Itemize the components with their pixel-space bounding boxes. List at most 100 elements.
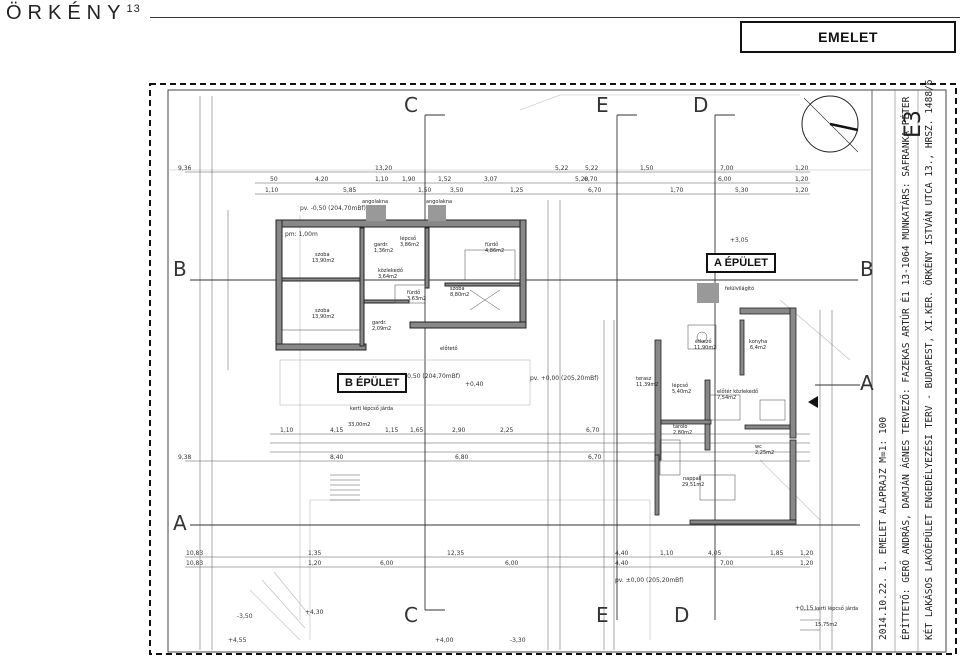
- dim-label: 12,35: [447, 550, 464, 557]
- axis-label: E: [596, 603, 609, 627]
- room-name: terasz: [636, 376, 652, 382]
- room-name: tároló: [673, 423, 687, 430]
- dim-label: 4,15: [330, 427, 344, 434]
- room-name: konyha: [749, 339, 767, 345]
- angolakna-label: angolakna: [426, 199, 452, 205]
- axis-label: D: [693, 93, 708, 117]
- building-b-rooms: szoba 13,90m2 szoba 13,90m2 gardr. 1,36m…: [312, 235, 504, 352]
- room-area: 2,25m2: [755, 450, 774, 456]
- room-name: lépcső: [400, 235, 416, 242]
- room-area: 8,80m2: [450, 292, 469, 298]
- dim-label: 7,00: [720, 165, 734, 172]
- logo-number: 13: [126, 3, 141, 15]
- building-a-details: [659, 324, 786, 501]
- level-label: +4,55: [228, 637, 247, 644]
- room-name: előtér közlekedő: [717, 388, 758, 395]
- section-label-box: EMELET: [740, 21, 956, 53]
- outdoor-name: kerti lépcső járda: [815, 605, 858, 612]
- outdoor-area: 15,75m2: [815, 622, 837, 628]
- dim-label: 6,70: [588, 454, 602, 461]
- dim-label: 6,00: [505, 560, 519, 567]
- building-a-label: A ÉPÜLET: [706, 253, 776, 273]
- level-label: pv. ±0,00 (205,20mBf): [615, 577, 684, 584]
- dim-label: 1,25: [510, 187, 524, 194]
- dim-label: 1,20: [800, 550, 814, 557]
- axis-lines: [190, 114, 860, 620]
- room-area: 4,86m2: [485, 248, 504, 254]
- north-arrow-icon: [801, 95, 859, 153]
- room-name: szoba: [315, 308, 330, 314]
- room-area: 6,4m2: [750, 345, 766, 351]
- building-b-walls: [275, 219, 527, 351]
- dim-label: 7,00: [720, 560, 734, 567]
- building-a-walls: [654, 307, 797, 525]
- dim-label: 5,22: [555, 165, 569, 172]
- level-label: -0,50 (204,70mBf): [405, 373, 460, 380]
- dim-label: 13,20: [375, 165, 392, 172]
- dim-label: 6,00: [380, 560, 394, 567]
- dim-label: 10,83: [186, 560, 203, 567]
- room-name: gardr.: [372, 320, 387, 326]
- dim-label: 50: [270, 176, 278, 183]
- site-context-lines: [168, 94, 872, 641]
- dim-label: 1,85: [770, 550, 784, 557]
- sheet-dashed-border: [149, 83, 957, 655]
- dim-label: 1,20: [800, 560, 814, 567]
- dim-label: 1,50: [640, 165, 654, 172]
- level-markers: pv. -0,50 (204,70mBf) pv. +0,00 (205,20m…: [228, 205, 814, 644]
- room-area: 13,90m2: [312, 314, 334, 320]
- dim-label: 1,15: [385, 427, 399, 434]
- level-label: +4,30: [305, 609, 324, 616]
- axis-label: B: [860, 257, 874, 281]
- angolakna-label: angolakna: [362, 199, 388, 205]
- level-label: +0,40: [465, 381, 484, 388]
- dim-label: 5,20: [575, 176, 589, 183]
- axis-label: B: [173, 257, 187, 281]
- room-area: 3,64m2: [378, 274, 397, 280]
- dim-label: 1,10: [265, 187, 279, 194]
- room-area: 11,39m2: [636, 382, 658, 388]
- axis-label: E: [596, 93, 609, 117]
- outdoor-name: kerti lépcső járda: [350, 405, 393, 412]
- axis-label: D: [674, 603, 689, 627]
- dim-label: 6,80: [455, 454, 469, 461]
- room-area: 29,51m2: [682, 482, 704, 488]
- outdoor-area: 33,00m2: [348, 422, 370, 428]
- dim-label: 9,38: [178, 454, 192, 461]
- axis-label: C: [404, 93, 418, 117]
- room-name: fürdő: [407, 290, 420, 296]
- axis-label: A: [860, 371, 874, 395]
- stair-symbols: [330, 474, 820, 631]
- room-area: 2,09m2: [372, 326, 391, 332]
- logo-text: ÖRKÉNY: [6, 2, 127, 24]
- room-name: lépcső: [672, 382, 688, 389]
- dimension-lines: [185, 96, 833, 650]
- building-b-label: B ÉPÜLET: [337, 373, 408, 393]
- dim-label: 6,70: [584, 176, 598, 183]
- dim-label: 1,20: [795, 187, 809, 194]
- title-line-1: 2014.10.22. 1. EMELET ALAPRAJZ M=1: 100: [878, 417, 889, 640]
- level-label: pv. +0,00 (205,20mBf): [530, 375, 599, 382]
- dim-label: 1,20: [795, 176, 809, 183]
- dim-label: 2,25: [500, 427, 514, 434]
- room-name: wc: [755, 444, 762, 450]
- room-name: gardr.: [374, 242, 389, 248]
- level-label: pv. -0,50 (204,70mBf): [300, 205, 366, 212]
- room-name: fürdő: [485, 242, 498, 248]
- level-label: pm: 1,00m: [285, 231, 318, 238]
- dim-label: 4,40: [615, 560, 629, 567]
- dim-label: 5,30: [735, 187, 749, 194]
- room-area: 2,80m2: [673, 430, 692, 436]
- room-name: előtető: [440, 346, 458, 352]
- building-b-details: [279, 249, 531, 406]
- room-name: közlekedő: [378, 268, 403, 274]
- room-area: 3,63m2: [407, 296, 426, 302]
- dim-label: 5,85: [343, 187, 357, 194]
- room-name: nappali: [683, 476, 701, 482]
- room-area: 13,90m2: [312, 258, 334, 264]
- dim-label: 4,20: [315, 176, 329, 183]
- dim-label: 1,70: [670, 187, 684, 194]
- dim-label: 1,10: [660, 550, 674, 557]
- logo: ÖRKÉNY13: [6, 2, 141, 25]
